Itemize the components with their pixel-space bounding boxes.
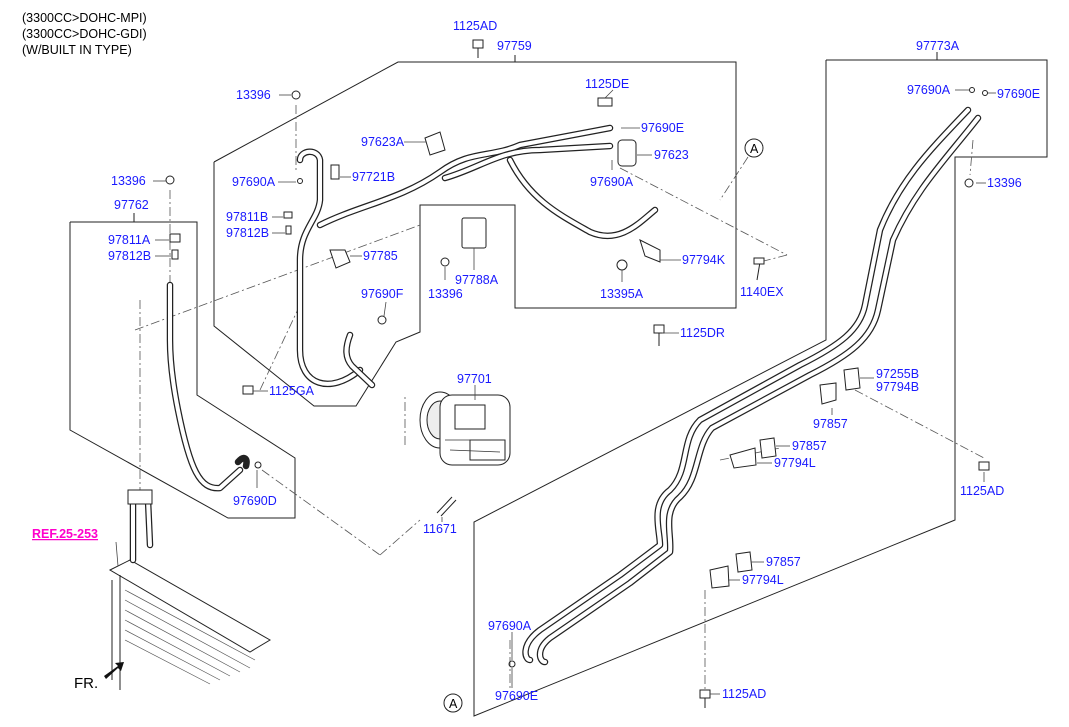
header-note-1: (3300CC>DOHC-MPI) [22,11,147,25]
label-97773A[interactable]: 97773A [916,39,960,53]
label-97759[interactable]: 97759 [497,39,532,53]
header-note-3: (W/BUILT IN TYPE) [22,43,132,57]
label-1125AD-top[interactable]: 1125AD [453,19,497,33]
label-97690A-mid[interactable]: 97690A [590,175,634,189]
frame-97773A [473,59,1048,717]
svg-text:A: A [750,142,759,156]
pipe-97773A [522,106,982,666]
header-note-2: (3300CC>DOHC-GDI) [22,27,147,41]
condenser [108,489,271,690]
label-97812B-left[interactable]: 97812B [108,249,151,263]
label-97794K[interactable]: 97794K [682,253,726,267]
label-97623A[interactable]: 97623A [361,135,405,149]
label-97690A-bottom[interactable]: 97690A [488,619,532,633]
label-97794L-b[interactable]: 97794L [742,573,784,587]
label-97623[interactable]: 97623 [654,148,689,162]
label-97785[interactable]: 97785 [363,249,398,263]
label-97690A-left[interactable]: 97690A [232,175,276,189]
label-97857-b[interactable]: 97857 [792,439,827,453]
label-1125GA[interactable]: 1125GA [269,384,315,398]
frame-97759 [213,61,737,407]
label-97701[interactable]: 97701 [457,372,492,386]
label-97721B[interactable]: 97721B [352,170,395,184]
frame-97762 [69,221,296,519]
label-97690A-right[interactable]: 97690A [907,83,951,97]
front-direction-indicator: FR. [74,662,124,692]
label-13396-top[interactable]: 13396 [236,88,271,102]
arrow-icon [104,662,124,679]
callout-a-bottom: A [443,693,463,713]
part-labels: 1125AD 97759 97773A 13396 1125DE 97690A … [108,19,1040,703]
label-1125AD-right[interactable]: 1125AD [960,484,1004,498]
fasteners [165,39,990,708]
label-97811A[interactable]: 97811A [108,233,151,247]
label-13396-left[interactable]: 13396 [111,174,146,188]
label-1125DR[interactable]: 1125DR [680,326,725,340]
pipe-97759 [296,124,659,389]
label-97857-a[interactable]: 97857 [813,417,848,431]
callout-a-top: A [719,138,764,201]
leader-lines [115,89,996,695]
label-97794L-a[interactable]: 97794L [774,456,816,470]
label-13396-mid[interactable]: 13396 [428,287,463,301]
label-97811B[interactable]: 97811B [226,210,268,224]
ref-link[interactable]: REF.25-253 [32,527,98,541]
label-1125AD-bottom[interactable]: 1125AD [722,687,766,701]
label-97857-c[interactable]: 97857 [766,555,801,569]
label-97788A[interactable]: 97788A [455,273,499,287]
label-97794B[interactable]: 97794B [876,380,919,394]
label-97690D[interactable]: 97690D [233,494,277,508]
label-97812B[interactable]: 97812B [226,226,269,240]
label-11671[interactable]: 11671 [423,522,457,536]
label-1125DE[interactable]: 1125DE [585,77,629,91]
label-1140EX[interactable]: 1140EX [740,285,784,299]
label-13395A[interactable]: 13395A [600,287,644,301]
label-97690E-right[interactable]: 97690E [997,87,1040,101]
label-97762[interactable]: 97762 [114,198,149,212]
compressor-97701 [419,391,511,466]
pipe-97762 [166,281,250,492]
dashed-centerlines [134,105,985,690]
label-97255B[interactable]: 97255B [876,367,919,381]
fr-label: FR. [74,675,98,692]
label-13396-right[interactable]: 13396 [987,176,1022,190]
label-97690E-mid[interactable]: 97690E [641,121,684,135]
svg-text:A: A [449,697,458,711]
label-97690E-bottom[interactable]: 97690E [495,689,538,703]
label-97690F[interactable]: 97690F [361,287,404,301]
